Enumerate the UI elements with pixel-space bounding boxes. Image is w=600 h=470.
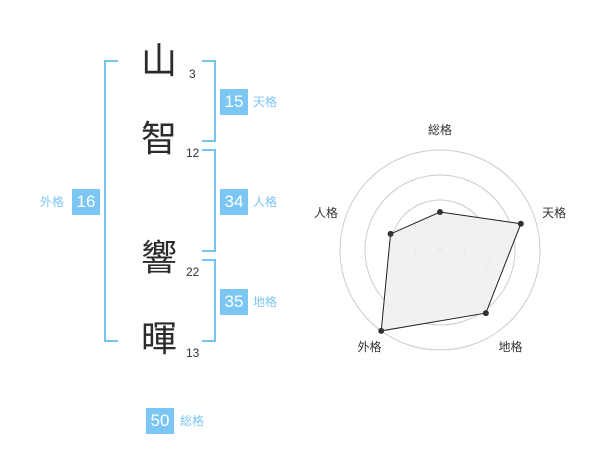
radar-point — [387, 230, 394, 237]
jinkaku-value-badge: 34 — [220, 189, 248, 215]
soukaku-value-badge: 50 — [146, 408, 174, 434]
jinkaku-bracket — [202, 149, 216, 252]
radar-axis-label: 地格 — [499, 339, 523, 354]
jinkaku-label: 人格 — [253, 195, 278, 209]
radar-axis-label: 総格 — [428, 122, 452, 137]
radar-point — [437, 209, 443, 215]
chikaku-value-badge: 35 — [220, 289, 248, 315]
tenkaku-bracket — [202, 60, 216, 142]
name-char-4: 暉 — [141, 319, 178, 360]
radar-axis-label: 外格 — [357, 339, 381, 354]
stroke-count-3: 22 — [186, 265, 200, 279]
name-char-3: 響 — [141, 238, 178, 279]
radar-grid-ring — [364, 174, 516, 326]
radar-grid-ring — [339, 149, 541, 351]
gaikaku-bracket — [104, 60, 118, 342]
radar-point — [482, 310, 489, 317]
name-char-1: 山 — [141, 41, 178, 82]
tenkaku-value-badge: 15 — [220, 89, 248, 115]
chikaku-bracket — [202, 259, 216, 342]
stroke-count-4: 13 — [186, 346, 200, 360]
radar-point — [517, 220, 524, 227]
radar-points — [378, 209, 524, 334]
stroke-count-1: 3 — [189, 67, 196, 81]
name-char-2: 智 — [141, 119, 178, 160]
tenkaku-label: 天格 — [253, 95, 278, 109]
chikaku-label: 地格 — [253, 295, 278, 309]
radar-point — [378, 327, 385, 334]
radar-value-polygon — [380, 211, 522, 332]
gaikaku-label: 外格 — [40, 195, 65, 209]
radar-axis-label: 天格 — [542, 205, 566, 220]
radar-axis-label: 人格 — [314, 205, 338, 220]
soukaku-label: 総格 — [180, 414, 205, 428]
gaikaku-value-badge: 16 — [72, 189, 100, 215]
stroke-count-2: 12 — [186, 146, 200, 160]
